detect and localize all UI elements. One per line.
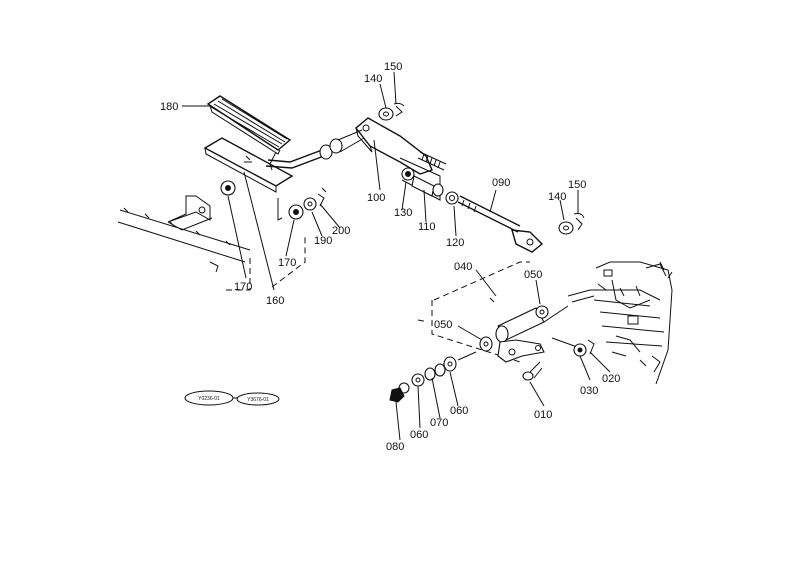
ref-tag-right-text: Y3676-01 xyxy=(247,397,269,403)
label-040: 040 xyxy=(454,261,472,273)
nut-130 xyxy=(401,167,415,181)
label-100: 100 xyxy=(367,192,385,204)
label-060-left: 060 xyxy=(410,429,428,441)
washer-pin-top xyxy=(378,102,405,121)
label-090: 090 xyxy=(492,177,510,189)
label-150-right: 150 xyxy=(568,179,586,191)
ref-tag-right xyxy=(236,392,280,406)
label-010: 010 xyxy=(534,409,552,421)
nut-120 xyxy=(445,191,459,205)
label-130: 130 xyxy=(394,207,412,219)
lever-plate xyxy=(355,117,433,175)
part-labels: 180 140 150 100 130 110 120 090 140 150 … xyxy=(160,61,620,453)
label-050-left: 050 xyxy=(434,319,452,331)
washer-pin-right xyxy=(558,213,585,235)
control-rod xyxy=(457,195,544,253)
label-120: 120 xyxy=(446,237,464,249)
bushing-washer-pin xyxy=(288,187,327,220)
washer-stack xyxy=(389,351,477,403)
accelerator-pedal xyxy=(203,95,325,221)
ref-tag-left-text: Y0236-01 xyxy=(198,396,220,402)
label-150-top: 150 xyxy=(384,61,402,73)
label-140-top: 140 xyxy=(364,73,382,85)
label-190: 190 xyxy=(314,235,332,247)
label-180: 180 xyxy=(160,101,178,113)
label-200: 200 xyxy=(332,225,350,237)
bushing-170 xyxy=(220,180,236,196)
label-020: 020 xyxy=(602,373,620,385)
label-050-right: 050 xyxy=(524,269,542,281)
label-070: 070 xyxy=(430,417,448,429)
sleeve-110 xyxy=(411,175,444,197)
floor-plate xyxy=(117,207,306,291)
shaft-assembly xyxy=(417,261,581,363)
label-140-right: 140 xyxy=(548,191,566,203)
reference-tags: Y0236-01 Y3676-01 xyxy=(184,390,280,406)
label-030: 030 xyxy=(580,385,598,397)
bolt-010 xyxy=(522,361,543,381)
pedal-rod xyxy=(319,129,365,160)
pedal-bracket xyxy=(167,195,213,231)
governor-housing xyxy=(567,261,673,385)
label-080: 080 xyxy=(386,441,404,453)
label-110: 110 xyxy=(418,221,436,233)
label-160: 160 xyxy=(266,295,284,307)
threaded-rod xyxy=(417,151,447,171)
leader-lines xyxy=(182,71,611,441)
label-170-left: 170 xyxy=(234,281,252,293)
label-060-right: 060 xyxy=(450,405,468,417)
label-170-right: 170 xyxy=(278,257,296,269)
